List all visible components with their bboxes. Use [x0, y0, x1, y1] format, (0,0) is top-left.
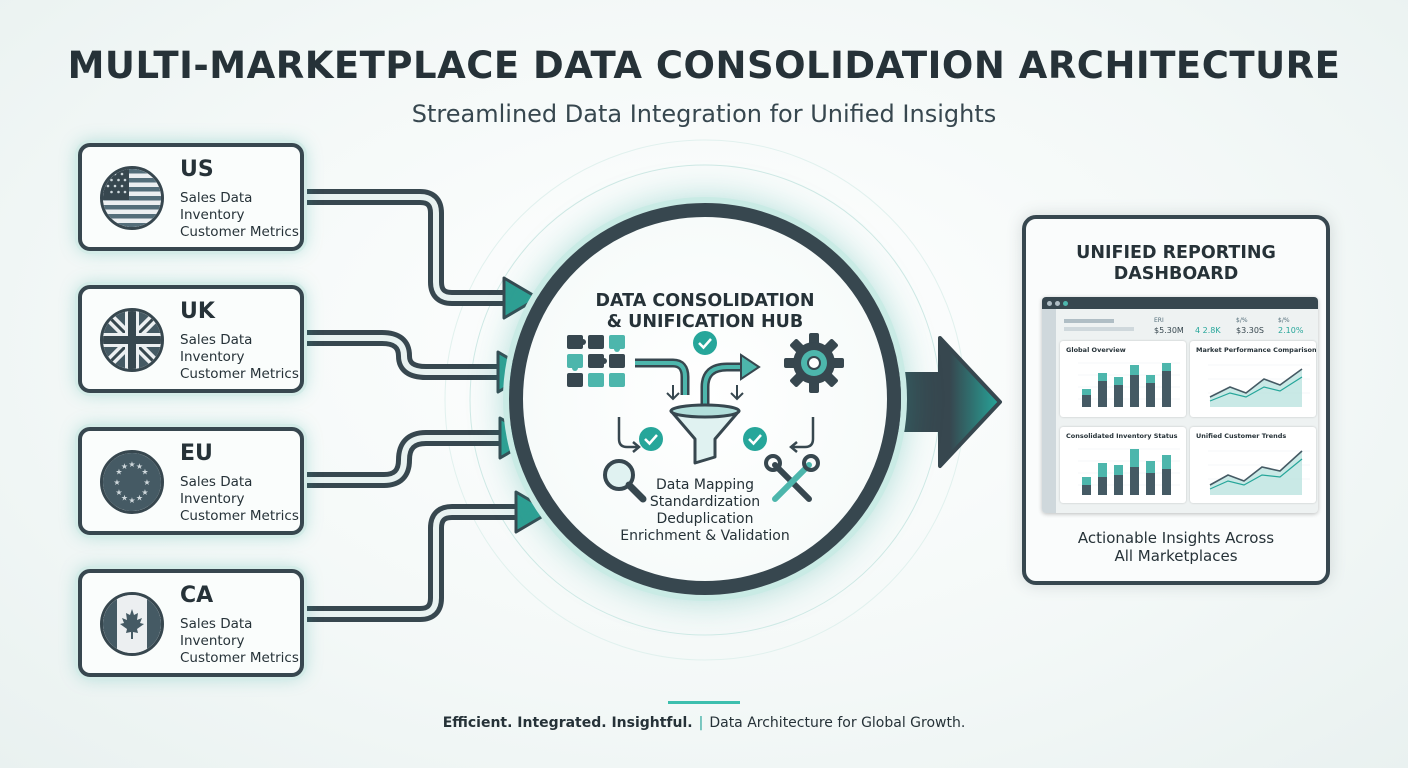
tools-icon: [764, 454, 820, 502]
dashboard-caption-line: Actionable Insights Across: [1077, 529, 1275, 547]
line-chart-graphic: [1208, 364, 1310, 407]
dashboard-title-line: DASHBOARD: [1113, 264, 1239, 284]
market-metric: Customer Metrics: [180, 224, 299, 240]
kpi-label: $/%: [1278, 317, 1290, 324]
market-code: UK: [180, 299, 215, 324]
dashboard-topbar: [1042, 297, 1318, 309]
footer-accent-line: [668, 701, 740, 704]
ca-connector: [304, 504, 524, 622]
svg-text:★: ★: [121, 494, 128, 503]
kpi-value: $5.30M: [1154, 326, 1184, 335]
market-metric: Inventory: [180, 491, 245, 507]
kpi-value: 2.10%: [1278, 326, 1304, 335]
svg-text:★: ★: [136, 494, 143, 503]
line-chart-graphic: [1208, 450, 1310, 495]
hub-step: Enrichment & Validation: [620, 528, 790, 544]
hub-title: DATA CONSOLIDATION & UNIFICATION HUB: [523, 291, 887, 333]
eu-flag-icon: ★★★ ★★★ ★★★ ★★★: [100, 450, 164, 514]
hub-icons: [567, 331, 844, 503]
page-title: MULTI-MARKETPLACE DATA CONSOLIDATION ARC…: [67, 44, 1341, 87]
check-icon: [743, 427, 767, 451]
svg-text:★: ★: [121, 462, 128, 471]
svg-text:★: ★: [113, 478, 120, 487]
output-arrow: [886, 336, 1002, 468]
market-metric: Inventory: [180, 349, 245, 365]
market-card-ca: CA Sales Data Inventory Customer Metrics: [78, 569, 304, 677]
bar-chart-graphic: [1078, 362, 1180, 407]
market-metric: Sales Data: [180, 332, 253, 348]
hub-step: Deduplication: [656, 511, 754, 527]
dashboard-caption: Actionable Insights Across All Marketpla…: [1026, 529, 1326, 565]
market-card-eu: ★★★ ★★★ ★★★ ★★★ EU Sales Data Inventory …: [78, 427, 304, 535]
hub-title-line: DATA CONSOLIDATION: [595, 291, 815, 311]
gear-icon: [784, 333, 844, 393]
market-card-uk: UK Sales Data Inventory Customer Metrics: [78, 285, 304, 393]
us-arrowhead: [502, 276, 540, 320]
unified-dashboard: UNIFIED REPORTING DASHBOARD ERI $5.30M 4…: [1022, 215, 1330, 585]
us-connector: [304, 189, 512, 306]
panel-title: Unified Customer Trends: [1196, 432, 1287, 440]
svg-text:★: ★: [128, 460, 135, 469]
page-subtitle: Streamlined Data Integration for Unified…: [411, 100, 997, 128]
dashboard-title: UNIFIED REPORTING DASHBOARD: [1026, 243, 1326, 285]
ca-flag-icon: [100, 592, 164, 656]
bar-chart-graphic: [1078, 448, 1180, 495]
market-metric: Inventory: [180, 207, 245, 223]
market-code: EU: [180, 441, 213, 466]
dashboard-caption-line: All Marketplaces: [1114, 547, 1238, 565]
footer-separator: |: [698, 715, 704, 731]
panel-global-overview: Global Overview: [1060, 341, 1186, 417]
check-icon: [639, 427, 663, 451]
kpi-value: 4 2.8K: [1195, 326, 1221, 335]
market-metric: Sales Data: [180, 616, 253, 632]
kpi-label: $/%: [1236, 317, 1248, 324]
market-metric: Inventory: [180, 633, 245, 649]
funnel-icon: [669, 403, 741, 465]
hub-step: Standardization: [649, 494, 761, 510]
svg-text:★: ★: [141, 488, 148, 497]
market-card-us: US Sales Data Inventory Customer Metrics: [78, 143, 304, 251]
market-metric: Customer Metrics: [180, 366, 299, 382]
svg-text:★: ★: [115, 468, 122, 477]
panel-inventory-status: Consolidated Inventory Status: [1060, 427, 1186, 503]
market-metric: Sales Data: [180, 474, 253, 490]
kpi-value: $3.30S: [1236, 326, 1264, 335]
svg-text:★: ★: [143, 478, 150, 487]
uk-flag-icon: [100, 308, 164, 372]
panel-title: Global Overview: [1066, 346, 1126, 354]
dashboard-title-line: UNIFIED REPORTING: [1076, 243, 1276, 263]
dashboard-screen: ERI $5.30M 4 2.8K $/% $3.30S $/% 2.10% G…: [1042, 297, 1318, 513]
panel-customer-trends: Unified Customer Trends: [1190, 427, 1316, 503]
market-code: CA: [180, 583, 214, 608]
footer-tagline: Efficient. Integrated. Insightful.: [442, 715, 693, 731]
hub-title-line: & UNIFICATION HUB: [606, 312, 804, 332]
market-metric: Sales Data: [180, 190, 253, 206]
kpi-label: ERI: [1154, 317, 1164, 324]
footer: Efficient. Integrated. Insightful. | Data …: [0, 715, 1408, 731]
svg-text:★: ★: [115, 488, 122, 497]
market-metric: Customer Metrics: [180, 508, 299, 524]
dashboard-sidebar: [1042, 309, 1056, 513]
consolidation-hub: DATA CONSOLIDATION & UNIFICATION HUB: [509, 203, 901, 595]
puzzle-grid-icon: [567, 335, 625, 387]
magnifier-icon: [603, 459, 647, 503]
hub-step: Data Mapping: [656, 477, 754, 493]
market-code: US: [180, 157, 214, 182]
us-flag-icon: [100, 166, 164, 230]
check-icon: [693, 331, 717, 355]
footer-text: Data Architecture for Global Growth.: [709, 715, 966, 731]
market-metric: Customer Metrics: [180, 650, 299, 666]
ca-arrowhead: [514, 490, 552, 534]
panel-market-performance: Market Performance Comparison: [1190, 341, 1316, 417]
panel-title: Market Performance Comparison: [1196, 346, 1316, 354]
svg-text:★: ★: [141, 468, 148, 477]
svg-text:★: ★: [128, 496, 135, 505]
svg-text:★: ★: [136, 462, 143, 471]
panel-title: Consolidated Inventory Status: [1066, 432, 1178, 440]
